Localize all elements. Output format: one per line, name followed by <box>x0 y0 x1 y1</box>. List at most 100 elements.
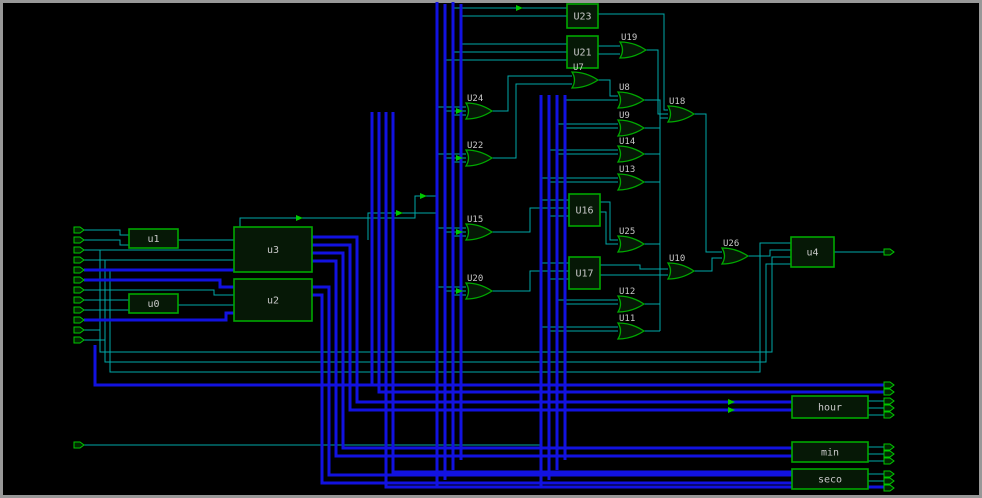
gate-U26[interactable] <box>720 247 750 265</box>
bus-wire[interactable] <box>312 251 792 450</box>
component-label: U23 <box>573 12 591 23</box>
port-pin[interactable] <box>73 276 85 284</box>
bus-wire[interactable] <box>312 285 792 477</box>
signal-wire[interactable] <box>600 211 618 245</box>
signal-wire[interactable] <box>367 212 437 240</box>
bus-wire[interactable] <box>312 235 792 404</box>
component-U21[interactable] <box>566 35 599 69</box>
port-pin[interactable] <box>883 470 895 478</box>
port-pin[interactable] <box>883 248 895 256</box>
component-label: seco <box>818 475 842 486</box>
port-pin[interactable] <box>883 381 895 389</box>
component-label: u3 <box>267 245 279 256</box>
bus-wire[interactable] <box>312 293 792 485</box>
gate-U24[interactable] <box>464 102 494 120</box>
gate-U10[interactable] <box>666 262 696 280</box>
signal-wire[interactable] <box>748 249 791 257</box>
component-hour[interactable] <box>791 395 869 419</box>
port-pin[interactable] <box>883 443 895 451</box>
component-u2[interactable] <box>233 278 313 322</box>
port-pin[interactable] <box>883 404 895 412</box>
gate-U13[interactable] <box>616 173 646 191</box>
gate-U22[interactable] <box>464 149 494 167</box>
port-pin[interactable] <box>73 286 85 294</box>
component-label: U17 <box>575 269 593 280</box>
direction-arrow <box>396 210 403 216</box>
port-pin[interactable] <box>73 296 85 304</box>
component-u3[interactable] <box>233 226 313 273</box>
signal-wire[interactable] <box>104 260 791 363</box>
signal-wire[interactable] <box>598 79 618 97</box>
port-pin[interactable] <box>73 256 85 264</box>
component-u4[interactable] <box>790 236 835 268</box>
bus-wire[interactable] <box>384 112 884 489</box>
gate-U7[interactable] <box>570 71 600 89</box>
component-label: min <box>821 448 839 459</box>
port-pin[interactable] <box>883 388 895 396</box>
signal-wire[interactable] <box>99 250 791 353</box>
signal-wire[interactable] <box>84 289 234 296</box>
gate-U14[interactable] <box>616 145 646 163</box>
port-pin[interactable] <box>73 226 85 234</box>
bus-wire[interactable] <box>93 345 884 387</box>
signal-wire[interactable] <box>694 257 722 272</box>
component-u0[interactable] <box>128 293 179 314</box>
signal-wire[interactable] <box>109 242 791 373</box>
port-pin[interactable] <box>883 484 895 492</box>
bus-wire[interactable] <box>84 311 234 322</box>
component-label: U21 <box>573 48 591 59</box>
component-U23[interactable] <box>566 3 599 29</box>
port-pin[interactable] <box>73 266 85 274</box>
gate-U19[interactable] <box>618 41 648 59</box>
signal-wire[interactable] <box>598 13 668 111</box>
port-pin[interactable] <box>73 336 85 344</box>
gate-label: U26 <box>723 239 739 249</box>
direction-arrow <box>516 5 523 11</box>
bus-wire[interactable] <box>84 278 234 289</box>
port-pin[interactable] <box>73 326 85 334</box>
gate-U8[interactable] <box>616 91 646 109</box>
gate-label: U8 <box>619 83 630 93</box>
component-seco[interactable] <box>791 468 869 490</box>
bus-wire[interactable] <box>377 112 884 394</box>
gate-U11[interactable] <box>616 322 646 340</box>
signal-wire[interactable] <box>84 229 129 236</box>
signal-wire[interactable] <box>600 201 618 241</box>
signal-wire[interactable] <box>646 49 668 115</box>
signal-wire[interactable] <box>492 83 572 159</box>
component-u1[interactable] <box>128 228 179 249</box>
gate-U18[interactable] <box>666 105 696 123</box>
signal-wire[interactable] <box>492 75 572 112</box>
port-pin[interactable] <box>883 457 895 465</box>
gate-label: U11 <box>619 314 635 324</box>
signal-wire[interactable] <box>694 113 722 253</box>
gate-U15[interactable] <box>464 223 494 241</box>
gate-U12[interactable] <box>616 295 646 313</box>
port-pin[interactable] <box>73 316 85 324</box>
gate-U9[interactable] <box>616 119 646 137</box>
component-label: U16 <box>575 206 593 217</box>
port-pin[interactable] <box>883 411 895 419</box>
gate-label: U20 <box>467 274 483 284</box>
component-U17[interactable] <box>568 256 601 290</box>
port-pin[interactable] <box>883 477 895 485</box>
port-pin[interactable] <box>883 397 895 405</box>
port-pin[interactable] <box>73 306 85 314</box>
gate-U20[interactable] <box>464 282 494 300</box>
port-pin[interactable] <box>73 236 85 244</box>
gate-label: U12 <box>619 287 635 297</box>
signal-wire[interactable] <box>84 239 129 246</box>
port-pin[interactable] <box>883 450 895 458</box>
component-min[interactable] <box>791 441 869 463</box>
direction-arrow <box>456 108 463 114</box>
signal-wire[interactable] <box>600 264 668 270</box>
bus-wire[interactable] <box>391 112 792 474</box>
gate-U25[interactable] <box>616 235 646 253</box>
bus-wire[interactable] <box>312 243 792 412</box>
port-pin[interactable] <box>73 246 85 254</box>
gate-label: U22 <box>467 141 483 151</box>
component-U16[interactable] <box>568 193 601 227</box>
port-pin[interactable] <box>73 441 85 449</box>
